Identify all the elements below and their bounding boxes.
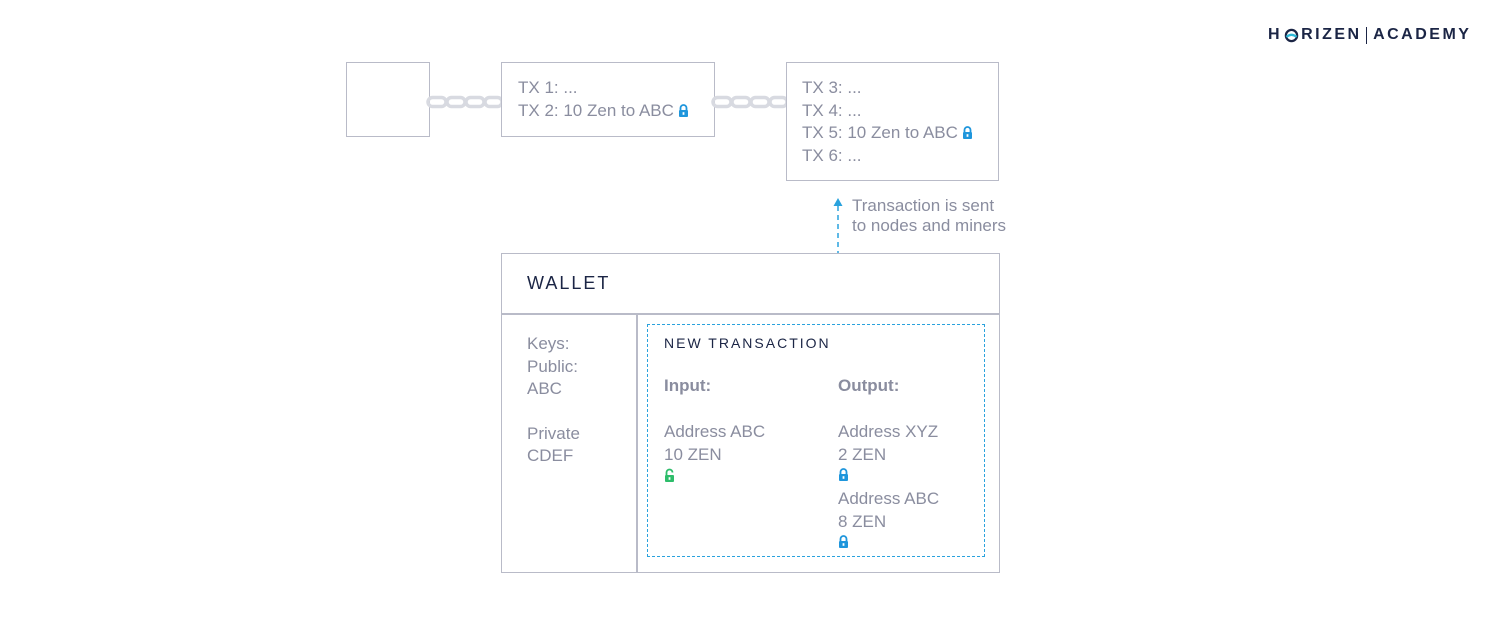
padlock-closed-icon (839, 468, 848, 481)
block-2: TX 1: ... TX 2: 10 Zen to ABC (501, 62, 715, 137)
output-1-address: Address XYZ (838, 422, 939, 441)
chain-link-icon (426, 95, 504, 109)
send-annotation: Transaction is sent to nodes and miners (852, 196, 1006, 236)
input-address: Address ABC (664, 422, 766, 441)
logo-o-icon (1284, 28, 1299, 42)
input-amount: 10 ZEN (664, 444, 722, 464)
block-1 (346, 62, 430, 137)
block-2-tx-1: TX 1: ... (518, 78, 578, 97)
block-3: TX 3: ... TX 4: ... TX 5: 10 Zen to ABC … (786, 62, 999, 181)
new-transaction-title: NEW TRANSACTION (664, 335, 831, 351)
wallet-panel (501, 253, 1000, 573)
horizen-academy-logo: H RIZEN ACADEMY (1268, 24, 1471, 46)
wallet-column-divider (636, 314, 638, 572)
logo-text-academy: ACADEMY (1373, 26, 1472, 43)
private-key-label: Private (527, 423, 580, 443)
padlock-closed-icon (839, 535, 848, 548)
input-heading: Input: (664, 376, 712, 395)
padlock-closed-icon (962, 126, 972, 139)
block-3-tx-4: TX 4: ... (802, 100, 862, 120)
logo-divider (1365, 26, 1368, 44)
wallet-header-divider (502, 313, 999, 315)
new-transaction-panel (647, 324, 985, 557)
output-heading: Output: (838, 376, 900, 395)
padlock-closed-icon (678, 103, 688, 117)
chain-link-icon (711, 95, 789, 109)
output-2-amount: 8 ZEN (838, 511, 887, 531)
public-key-value: ABC (527, 379, 562, 398)
private-key-value: CDEF (527, 446, 574, 465)
wallet-title: WALLET (527, 273, 611, 293)
keys-label: Keys: (527, 334, 570, 353)
block-2-tx-2: TX 2: 10 Zen to ABC (518, 100, 714, 123)
annotation-line-1: Transaction is sent (852, 196, 995, 215)
output-entry-2: Address ABC 8 ZEN (838, 488, 939, 548)
annotation-line-2: to nodes and miners (852, 216, 1007, 235)
output-entry-1: Address XYZ 2 ZEN (838, 421, 938, 481)
logo-text-rizen: RIZEN (1301, 26, 1362, 43)
logo-text-h: H (1268, 26, 1283, 43)
output-2-address: Address ABC (838, 489, 940, 508)
input-entry: Address ABC 10 ZEN (664, 421, 765, 482)
block-3-tx-6: TX 6: ... (802, 145, 862, 165)
padlock-open-icon (665, 468, 674, 482)
block-3-tx-3: TX 3: ... (802, 78, 862, 97)
public-key-label: Public: (527, 356, 579, 376)
keys-spacer (527, 401, 580, 423)
output-1-amount: 2 ZEN (838, 444, 887, 464)
block-3-tx-5: TX 5: 10 Zen to ABC (802, 122, 998, 145)
wallet-keys: Keys: Public: ABC Private CDEF (527, 333, 580, 468)
